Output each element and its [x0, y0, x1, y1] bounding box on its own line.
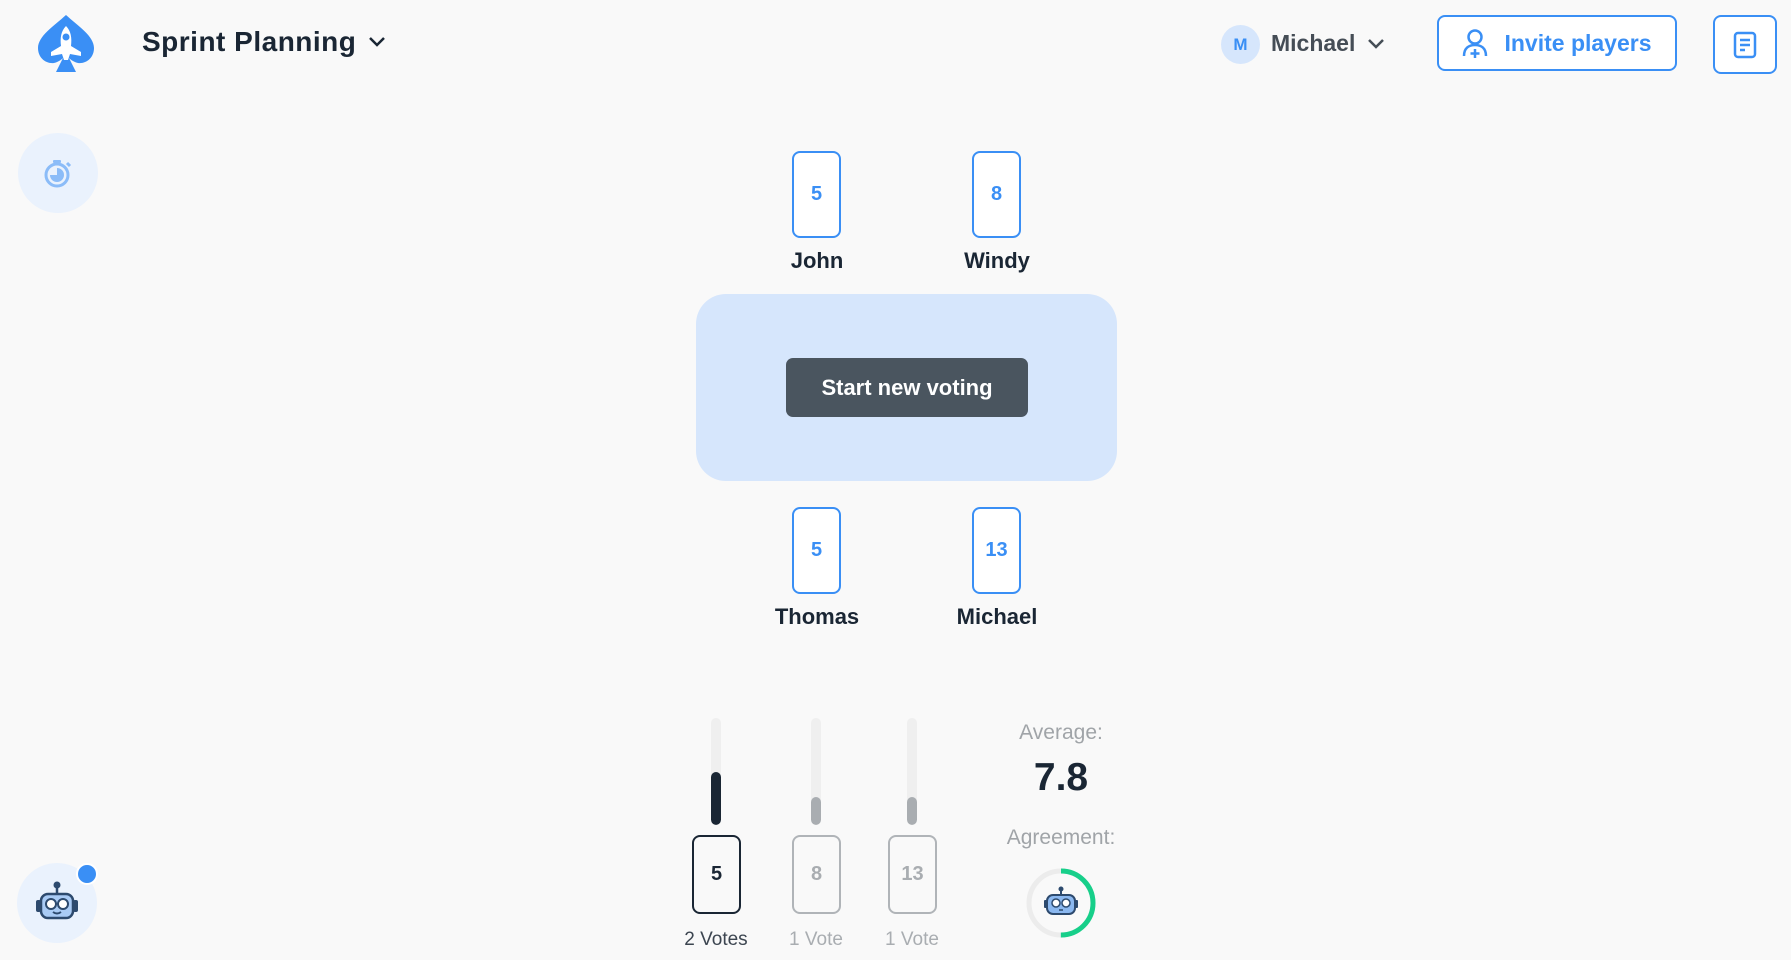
- result-card-13: 13: [888, 835, 937, 914]
- average-label: Average:: [1019, 721, 1103, 744]
- robot-icon: [36, 881, 78, 920]
- player-name-thomas: Thomas: [774, 604, 860, 629]
- spade-rocket-logo-icon: [38, 15, 94, 72]
- invite-players-button[interactable]: Invite players: [1437, 15, 1677, 71]
- player-card-thomas: 5: [792, 507, 841, 594]
- agreement-gauge: [1025, 867, 1097, 944]
- document-list-icon: [1733, 31, 1757, 58]
- robot-icon: [1044, 886, 1078, 915]
- player-card-john: 5: [792, 151, 841, 238]
- result-votes-13: 1 Vote: [885, 929, 939, 950]
- average-value: 7.8: [1033, 756, 1089, 799]
- timer-button[interactable]: [18, 133, 98, 213]
- player-name-john: John: [790, 248, 844, 273]
- issues-list-button[interactable]: [1713, 15, 1777, 74]
- vote-bar-fill: [907, 797, 917, 825]
- vote-bar-fill: [711, 771, 721, 825]
- result-card-8: 8: [792, 835, 841, 914]
- vote-bar-fill: [811, 797, 821, 825]
- add-user-icon: [1463, 29, 1488, 58]
- player-name-windy: Windy: [964, 248, 1030, 273]
- agreement-arc: [1026, 868, 1096, 938]
- user-menu[interactable]: Michael: [1271, 30, 1385, 57]
- start-new-voting-button[interactable]: Start new voting: [786, 358, 1028, 417]
- vote-bar-13: [907, 718, 917, 825]
- room-title-dropdown[interactable]: Sprint Planning: [142, 26, 386, 58]
- invite-players-label: Invite players: [1504, 29, 1652, 56]
- notification-dot: [76, 863, 98, 885]
- player-card-windy: 8: [972, 151, 1021, 238]
- user-name: Michael: [1271, 30, 1356, 56]
- user-avatar[interactable]: M: [1221, 25, 1260, 64]
- result-votes-8: 1 Vote: [789, 929, 843, 950]
- result-card-5: 5: [692, 835, 741, 914]
- agreement-label: Agreement:: [1006, 826, 1116, 849]
- player-card-michael: 13: [972, 507, 1021, 594]
- stopwatch-icon: [44, 160, 72, 188]
- app-logo[interactable]: [34, 14, 98, 79]
- chevron-down-icon: [369, 37, 386, 47]
- room-title: Sprint Planning: [142, 26, 357, 57]
- result-votes-5: 2 Votes: [684, 929, 748, 950]
- vote-bar-5: [711, 718, 721, 825]
- chevron-down-icon: [1368, 38, 1385, 49]
- vote-bar-8: [811, 718, 821, 825]
- player-name-michael: Michael: [956, 604, 1038, 629]
